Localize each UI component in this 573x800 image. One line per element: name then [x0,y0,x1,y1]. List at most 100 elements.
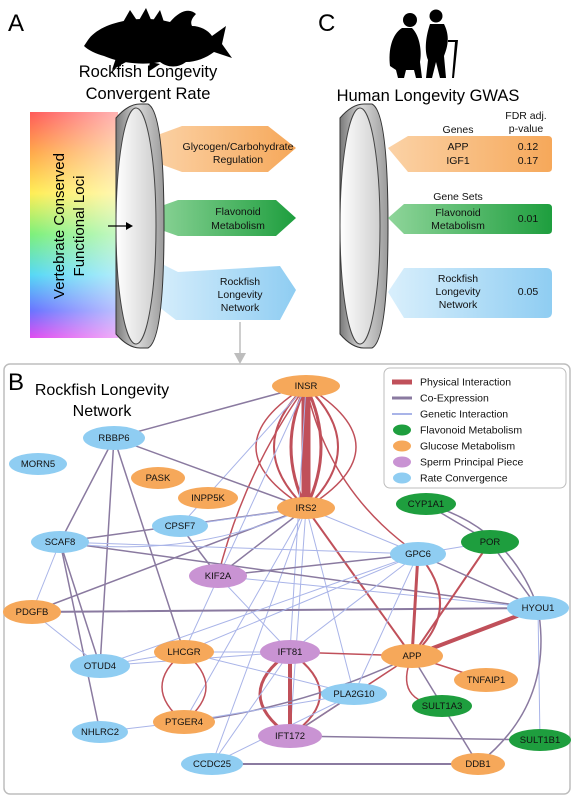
node-ellipse-sult1a3 [412,695,472,717]
edge-hyou1-sult1b1-genetic [537,607,541,741]
node-ellipse-rbbp6 [83,426,145,450]
node-irs2[interactable]: IRS2 [277,497,335,519]
node-gpc6[interactable]: GPC6 [390,542,446,566]
node-app[interactable]: APP [381,644,443,668]
node-rbbp6[interactable]: RBBP6 [83,426,145,450]
edge-scaf8-gpc6-genetic [59,541,419,555]
node-cyp1a1[interactable]: CYP1A1 [396,493,456,515]
legend-swatch [393,424,411,436]
edge-insr-irs2-physical [304,384,323,510]
node-label-sult1b1: SULT1B1 [520,735,560,746]
panel-c-title: Human Longevity GWAS [337,87,520,105]
node-label-otud4: OTUD4 [84,661,116,672]
band-c-flavonoid [388,204,552,234]
node-cpsf7[interactable]: CPSF7 [152,515,208,537]
node-label-sult1a3: SULT1A3 [422,701,462,712]
legend-item-rate-convergence: Rate Convergence [393,472,508,485]
edge-insr-irs2-physical [305,385,357,509]
node-otud4[interactable]: OTUD4 [70,654,130,678]
node-morn5[interactable]: MORN5 [9,453,67,475]
legend-item-sperm-principal-piece: Sperm Principal Piece [393,456,523,469]
node-lhcgr[interactable]: LHCGR [154,640,214,664]
legend-label: Genetic Interaction [420,409,508,421]
node-por[interactable]: POR [461,530,519,554]
legend-swatch [393,456,411,468]
edge-rbbp6-otud4-coexp [99,437,115,667]
node-ptger4[interactable]: PTGER4 [153,710,215,734]
node-pdgfb[interactable]: PDGFB [3,600,61,624]
panel-b-title-line2: Network [73,403,133,420]
node-ellipse-ift172 [258,724,322,748]
node-ift172[interactable]: IFT172 [258,724,322,748]
node-pask[interactable]: PASK [131,467,185,489]
node-ellipse-pask [131,467,185,489]
legend-item-glucose-metabolism: Glucose Metabolism [393,440,515,453]
node-kif2a[interactable]: KIF2A [189,564,247,588]
band-a-flavonoid-line2: Metabolism [211,220,265,232]
node-ellipse-ptger4 [153,710,215,734]
filter-disc-a [115,103,165,349]
node-label-kif2a: KIF2A [205,571,232,582]
node-ddb1[interactable]: DDB1 [451,753,505,775]
node-ift81[interactable]: IFT81 [260,640,320,664]
node-ellipse-ccdc25 [181,753,243,775]
edge-app-gpc6-physical [410,552,420,658]
legend-label: Physical Interaction [420,377,511,389]
band-a-glycogen-line1: Glycogen/Carbohydrate [183,141,294,153]
node-label-morn5: MORN5 [21,459,55,470]
node-hyou1[interactable]: HYOU1 [507,596,569,620]
edge-ift172-sult1b1-coexp [289,735,541,741]
node-nhlrc2[interactable]: NHLRC2 [72,721,128,743]
panel-b: B Rockfish Longevity Network INSRIRS2RBB… [3,363,571,795]
node-sult1b1[interactable]: SULT1B1 [509,729,571,751]
node-label-gpc6: GPC6 [405,549,431,560]
elderly-couple-icon [389,9,458,78]
edge-scaf8-hyou1-coexp [59,541,539,609]
gene-row-2-name: IGF1 [446,155,469,167]
panel-a-title-line2: Convergent Rate [86,85,211,103]
node-ellipse-ift81 [260,640,320,664]
node-sult1a3[interactable]: SULT1A3 [412,695,472,717]
side-label-line2: Functional Loci [71,176,88,277]
flavonoid-c-line1: Flavonoid [435,207,481,219]
node-ellipse-pla2g10 [321,683,387,705]
node-ellipse-tnfaip1 [454,668,518,692]
edge-kif2a-ift81-genetic [217,575,291,653]
panel-c-letter: C [318,10,335,37]
node-pla2g10[interactable]: PLA2G10 [321,683,387,705]
edge-ccdc25-ift81-genetic [211,651,291,765]
node-label-hyou1: HYOU1 [522,603,555,614]
legend-label: Rate Convergence [420,473,508,485]
node-ellipse-pdgfb [3,600,61,624]
a-to-b-arrow [234,322,246,364]
edge-insr-gpc6-physical [305,385,419,555]
edge-scaf8-otud4-coexp [59,541,101,667]
edge-insr-lhcgr-genetic [183,385,307,653]
edge-lhcgr-gpc6-genetic [183,553,419,653]
node-scaf8[interactable]: SCAF8 [31,531,89,553]
node-ellipse-inpp5k [178,487,238,509]
edge-app-ptger4-coexp [183,655,413,723]
rockfish-icon [84,8,232,72]
node-ellipse-ddb1 [451,753,505,775]
legend: Physical InteractionCo-ExpressionGenetic… [383,367,567,489]
node-tnfaip1[interactable]: TNFAIP1 [454,668,518,692]
edge-gpc6-pla2g10-genetic [353,553,419,695]
node-label-insr: INSR [295,381,318,392]
node-ellipse-cyp1a1 [396,493,456,515]
genes-header: Genes [443,124,474,136]
edge-irs2-rbbp6-coexp [113,437,307,509]
edge-hyou1-ddb1-coexp [477,607,542,765]
node-ellipse-cpsf7 [152,515,208,537]
band-a-network-line3: Network [221,302,260,314]
node-label-pask: PASK [146,473,171,484]
node-ccdc25[interactable]: CCDC25 [181,753,243,775]
node-label-cyp1a1: CYP1A1 [408,499,444,510]
node-label-rbbp6: RBBP6 [98,433,129,444]
band-c-genes [388,136,552,172]
node-insr[interactable]: INSR [272,375,340,397]
legend-swatch [393,440,411,452]
band-a-glycogen-line2: Regulation [213,154,263,166]
node-inpp5k[interactable]: INPP5K [178,487,238,509]
